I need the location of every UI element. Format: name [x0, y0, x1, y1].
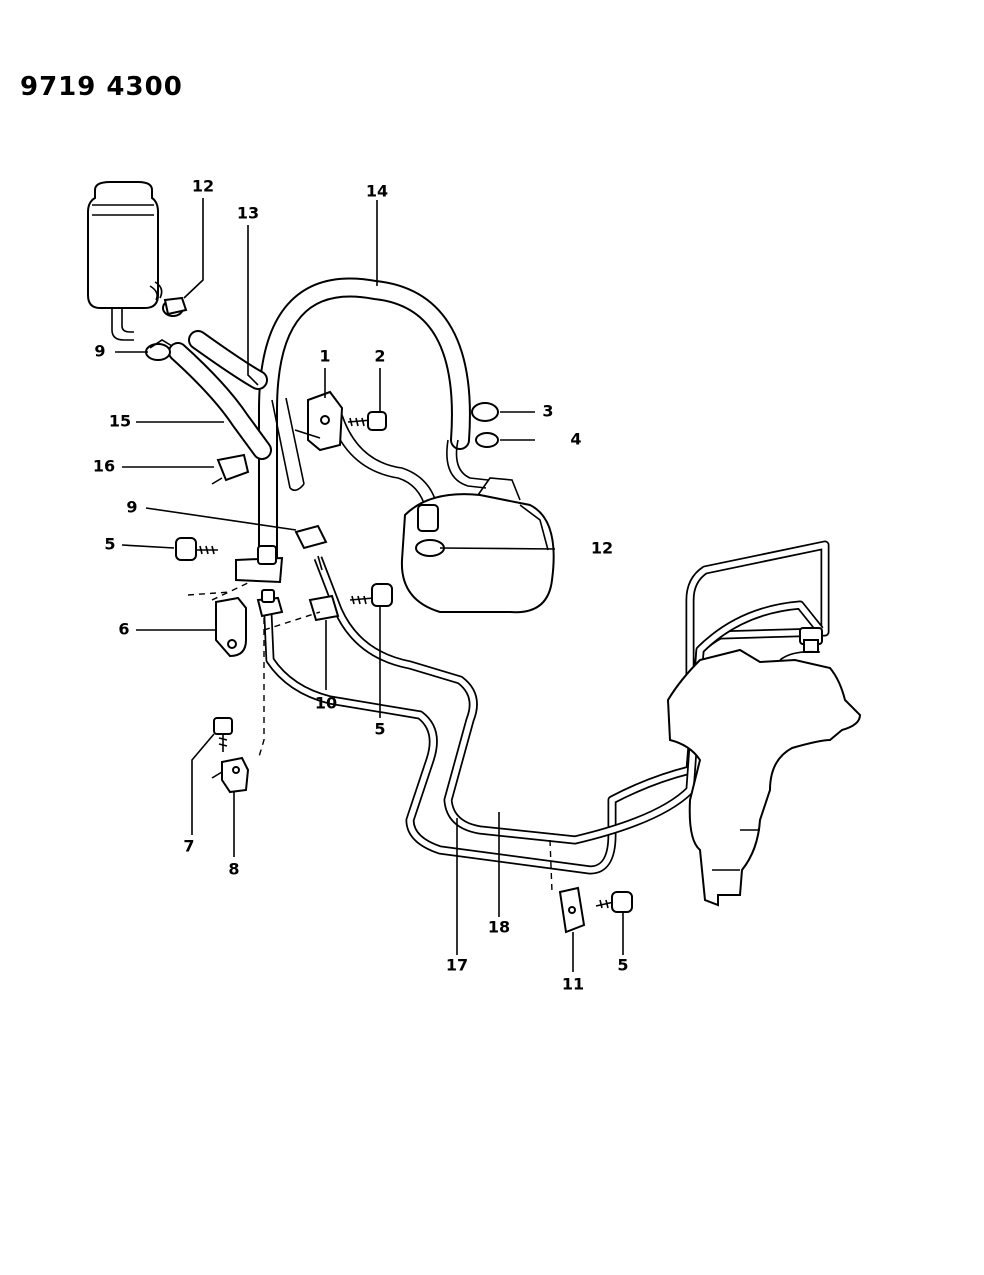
bolt-5-left	[175, 537, 218, 561]
clamp-10	[308, 555, 340, 622]
washer-4	[475, 432, 499, 448]
callout-4: 4	[570, 430, 581, 449]
reservoir	[87, 181, 163, 341]
callout-5-left: 5	[104, 535, 115, 554]
callout-7: 7	[183, 837, 194, 856]
clip-9-top	[145, 339, 173, 361]
bracket-1	[294, 390, 344, 452]
leader-lines	[115, 198, 624, 972]
callout-1: 1	[319, 347, 330, 366]
callout-17: 17	[446, 956, 468, 975]
bracket-8	[211, 756, 250, 794]
document-number: 9719 4300	[20, 72, 183, 102]
clamp-16	[211, 453, 250, 485]
callout-10: 10	[315, 694, 337, 713]
callout-16: 16	[93, 457, 115, 476]
nut-3	[471, 402, 499, 422]
callout-9-top: 9	[94, 342, 105, 361]
callout-12-top: 12	[192, 177, 214, 196]
callout-13: 13	[237, 204, 259, 223]
callout-3: 3	[542, 402, 553, 421]
callout-5-right: 5	[617, 956, 628, 975]
return-hose	[258, 277, 489, 570]
clip-9-mid	[294, 524, 328, 550]
bolt-2	[347, 411, 387, 431]
bolt-5-center	[349, 583, 393, 607]
callout-12-pump: 12	[591, 539, 613, 558]
callout-2: 2	[374, 347, 385, 366]
callout-15: 15	[109, 412, 131, 431]
alignment-lines	[187, 581, 553, 893]
callout-6: 6	[118, 620, 129, 639]
bolt-7	[213, 717, 233, 752]
callout-9-mid: 9	[126, 498, 137, 517]
callout-18: 18	[488, 918, 510, 937]
callout-5-center: 5	[374, 720, 385, 739]
bolt-5-right	[595, 891, 633, 913]
pump-line	[329, 414, 439, 511]
clip-11	[558, 886, 586, 934]
oil-pump	[400, 477, 555, 614]
clamp-12-top	[162, 296, 188, 317]
tube-fitting	[256, 589, 284, 618]
callout-14: 14	[366, 182, 388, 201]
hose-bracket	[235, 545, 284, 584]
callout-8: 8	[228, 860, 239, 879]
callouts: 12 13 14 9 1 2 3 4 15 16 9 5 12 6 10 5 7…	[93, 177, 629, 994]
suction-hose	[168, 330, 305, 492]
pressure-tubes	[263, 540, 830, 875]
bracket-6	[215, 596, 247, 658]
callout-11: 11	[562, 975, 584, 994]
steering-gear-box	[666, 627, 862, 907]
